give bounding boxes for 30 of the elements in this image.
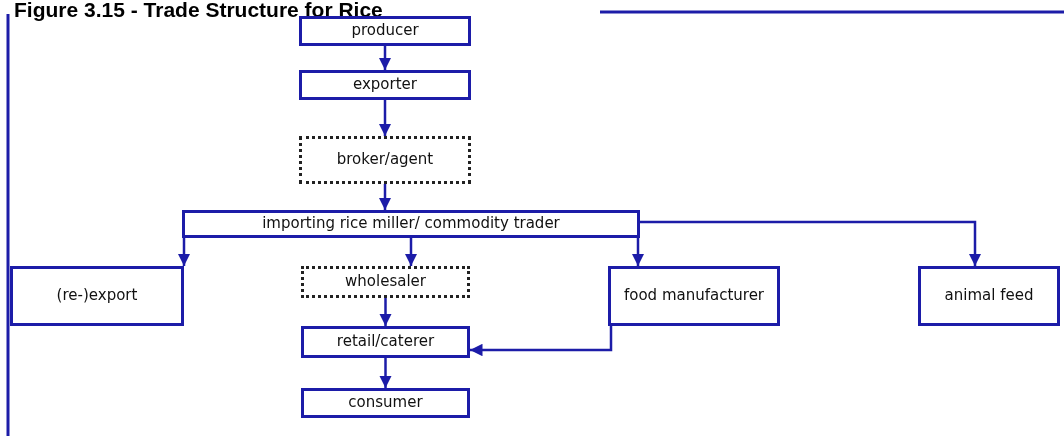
- arrow: [631, 238, 645, 266]
- process-box: [182, 210, 640, 238]
- arrow: [378, 100, 392, 136]
- box-label: consumer: [348, 394, 423, 412]
- process-box: [608, 266, 780, 326]
- arrow: [470, 326, 613, 357]
- box-label: importing rice miller/ commodity trader: [262, 215, 560, 233]
- process-box: [299, 16, 471, 46]
- box-label: food manufacturer: [623, 287, 765, 305]
- box-label: wholesaler: [345, 273, 426, 291]
- process-box: [918, 266, 1060, 326]
- process-box: [301, 388, 470, 418]
- arrow: [379, 298, 392, 326]
- box-label: animal feed: [944, 287, 1034, 305]
- arrow: [640, 220, 982, 266]
- arrow: [379, 358, 392, 388]
- arrow: [177, 238, 191, 266]
- process-box: [10, 266, 184, 326]
- process-box: [299, 136, 471, 184]
- box-label: retail/caterer: [336, 333, 435, 351]
- arrow: [378, 46, 392, 70]
- process-box: [301, 326, 470, 358]
- box-label: exporter: [353, 76, 417, 94]
- process-box: [299, 70, 471, 100]
- process-box: [301, 266, 470, 298]
- arrow: [378, 184, 392, 210]
- box-label: broker/agent: [336, 151, 434, 169]
- arrow: [404, 238, 418, 266]
- box-label: producer: [351, 22, 419, 40]
- box-label: (re-)export: [56, 287, 138, 305]
